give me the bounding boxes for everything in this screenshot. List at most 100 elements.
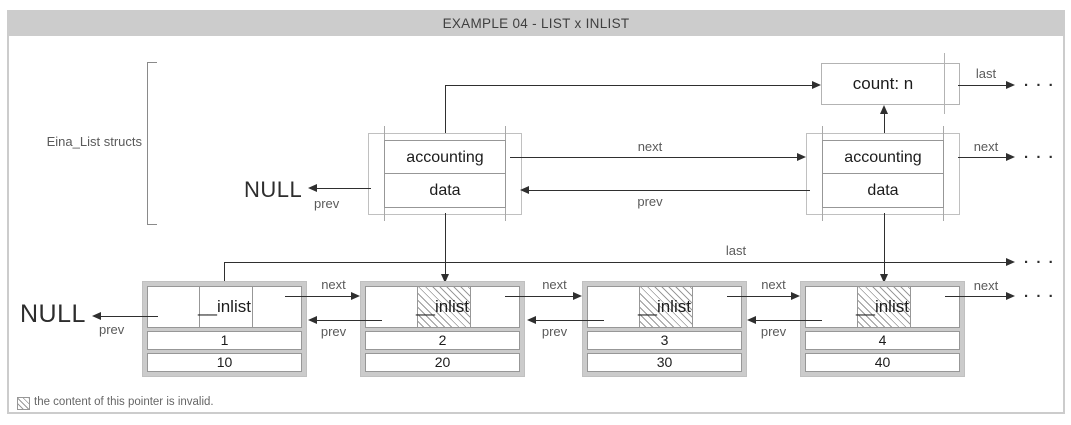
inlist-node-3-struct-label: __inlist [638,297,691,316]
diagram-title: EXAMPLE 04 - LIST x INLIST [7,10,1065,36]
inlist-next-line-3 [727,296,791,297]
list-next-ellipsis-arrowhead [1006,153,1015,161]
inlist-node-4-struct-row: __inlist [805,286,960,328]
list-next-line [510,157,797,158]
inlist-node-2-value: 20 [365,353,520,372]
inlist-next-ellipsis-label: next [973,278,999,293]
list-node-2-data-cell: data [867,182,899,199]
inlist-node-2-id: 2 [365,331,520,350]
count-box: count: n [821,53,960,114]
legend-text: the content of this pointer is invalid. [34,396,214,408]
inlist-node-3-id: 3 [587,331,742,350]
list-next-ellipsis-label: next [973,139,999,154]
inlist-node-2-struct-label: __inlist [416,297,469,316]
inlist-node-3-divider-1 [639,287,640,327]
count-last-arrowhead [1006,81,1015,89]
inlist-next-label-2: next [542,277,567,292]
inlist-node-2-struct-row: __inlist [365,286,520,328]
inlist-prev-label-2: prev [541,324,568,339]
inlist-prev-null-label: prev [99,322,125,337]
data1-to-inlist2-arrowhead [441,274,449,283]
inlist-node-2-divider-2 [470,287,471,327]
inlist-next-label-3: next [761,277,786,292]
inlist-prev-label-3: prev [760,324,787,339]
inlist-node-1-struct-row: __inlist [147,286,302,328]
inlist-node-4-value: 40 [805,353,960,372]
inlist-prev-null-arrowhead [92,312,101,320]
inlist-node-1-divider-1 [199,287,200,327]
inlist-node-3-divider-2 [692,287,693,327]
list-node-2-accounting-cell: accounting [823,141,943,174]
inlist-node-4-invalid-pointer-hatch [857,287,910,327]
legend-hatch-swatch [17,397,30,410]
accounting2-to-count-arrowhead [880,105,888,114]
count-last-line [958,85,1006,86]
inlist-next-arrowhead-1 [351,292,360,300]
inlist-next-label-1: next [321,277,346,292]
list-null-text: NULL [244,177,303,202]
inlist-node-1: __inlist 1 10 [142,281,307,377]
data2-to-inlist4-line [884,213,885,274]
inlist-node-4: __inlist 4 40 [800,281,965,377]
inlist-node-4-divider-1 [857,287,858,327]
inlist-node-1-struct-label: __inlist [198,297,251,316]
count-box-divider [944,53,945,114]
inlist-next-ellipsis: . . . [1024,284,1055,301]
inlist-node-3-struct-row: __inlist [587,286,742,328]
inlist-prev-line-1 [317,320,382,321]
inlist-next-arrowhead-2 [573,292,582,300]
inlist-node-4-id: 4 [805,331,960,350]
inlist-prev-line-2 [536,320,604,321]
accounting2-to-count-line [884,113,885,133]
inlist-prev-line-3 [756,320,822,321]
inlist-last-arrowhead [1006,258,1015,266]
inlist-next-line-1 [285,296,351,297]
inlist-last-line [224,262,1006,263]
inlist-node-1-value: 10 [147,353,302,372]
list-next-ellipsis: . . . [1024,145,1055,162]
inlist-node-1-id: 1 [147,331,302,350]
list-node-2: accounting data [806,126,960,221]
list-next-arrowhead [797,153,806,161]
inlist-prev-arrowhead-3 [747,316,756,324]
data1-to-inlist2-line [445,213,446,274]
inlist-node-3-value: 30 [587,353,742,372]
inlist-node-2-divider-1 [417,287,418,327]
list-node-2-inner: accounting data [822,140,944,208]
eina-list-bracket [147,62,157,225]
inlist-node-4-struct-label: __inlist [856,297,909,316]
list-prev-null-arrowhead [308,184,317,192]
inlist-node-3: __inlist 3 30 [582,281,747,377]
inlist-next-arrowhead-3 [791,292,800,300]
inlist-last-ellipsis: . . . [1024,250,1055,267]
inlist-node-2: __inlist 2 20 [360,281,525,377]
list-node-1-accounting-cell: accounting [385,141,505,174]
data2-to-inlist4-arrowhead [880,274,888,283]
list-node-1-inner: accounting data [384,140,506,208]
inlist-last-label: last [725,243,747,258]
inlist-null-text: NULL [20,300,86,328]
accounting1-to-count-arrowhead [812,81,821,89]
inlist-next-line-2 [505,296,573,297]
list-prev-null-line [317,188,371,189]
count-last-ellipsis: . . . [1024,73,1055,90]
count-label: count: n [852,74,914,93]
accounting1-to-count-line-vertical [445,85,446,133]
inlist-prev-arrowhead-1 [308,316,317,324]
inlist-prev-null-line [101,316,158,317]
inlist-node-2-invalid-pointer-hatch [417,287,470,327]
list-next-ellipsis-line [958,157,1006,158]
inlist-node-1-divider-2 [252,287,253,327]
count-last-label: last [975,66,997,81]
list-prev-line [529,190,810,191]
eina-list-bracket-label: Eina_List structs [46,134,142,149]
list-node-1: accounting data [368,126,522,221]
list-prev-label: prev [637,194,663,209]
inlist-next-ellipsis-line [945,296,1006,297]
inlist-prev-arrowhead-2 [527,316,536,324]
inlist-node-3-invalid-pointer-hatch [639,287,692,327]
inlist-last-line-vertical [224,262,225,286]
list-prev-arrowhead [520,186,529,194]
list-next-label: next [637,139,663,154]
